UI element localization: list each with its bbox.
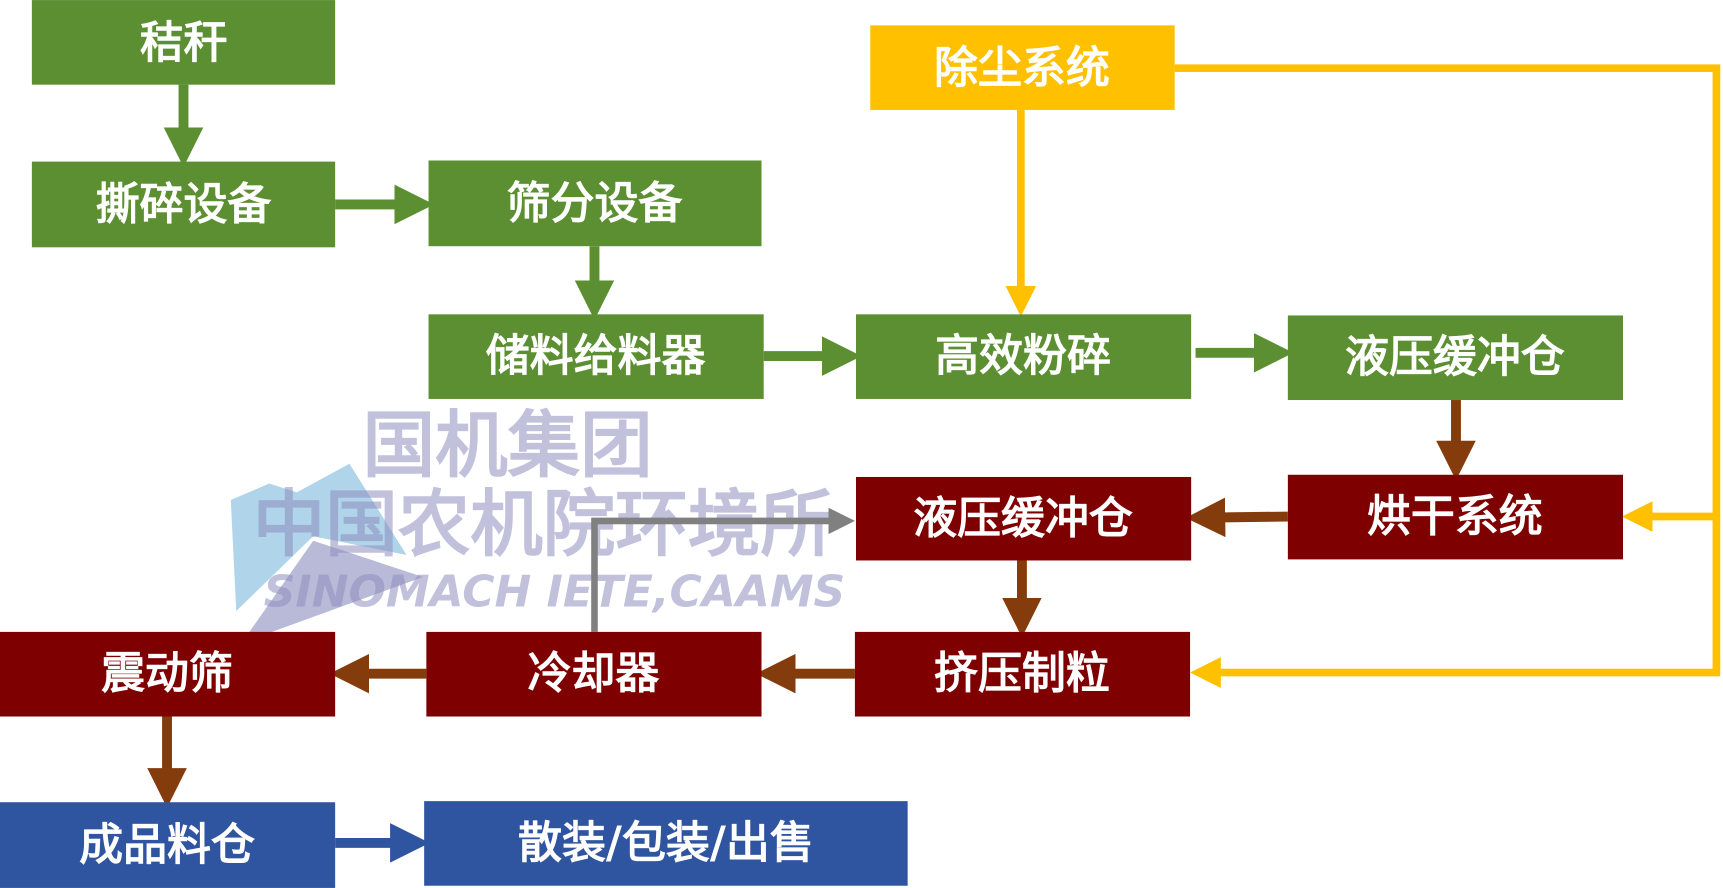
- node-label: 挤压制粒: [934, 648, 1110, 699]
- node-label: 成品料仓: [79, 820, 255, 871]
- node-label: 液压缓冲仓: [913, 493, 1133, 544]
- node-label: 散装/包装/出售: [518, 817, 814, 868]
- node-dust-removal: 除尘系统: [870, 25, 1175, 110]
- watermark-text-cn-part: 中国农机院环境所: [253, 483, 833, 567]
- node-crusher: 高效粉碎: [856, 314, 1192, 399]
- node-label: 储料给料器: [486, 331, 707, 382]
- node-buffer-bin-2: 液压缓冲仓: [856, 476, 1192, 561]
- node-label: 冷却器: [527, 648, 660, 699]
- node-label: 烘干系统: [1367, 491, 1543, 542]
- watermark-text-cn: 国机集团中国农机院环境所: [253, 404, 833, 567]
- node-straw: 秸秆: [31, 0, 336, 85]
- node-label: 筛分设备: [507, 178, 684, 229]
- node-label: 撕碎设备: [96, 179, 273, 230]
- watermark-text-cn-part: 国机集团: [363, 404, 653, 488]
- node-screening: 筛分设备: [428, 160, 762, 247]
- node-pelletizer: 挤压制粒: [854, 631, 1191, 717]
- node-label: 高效粉碎: [935, 331, 1111, 382]
- node-vibrating-screen: 震动筛: [0, 631, 336, 717]
- watermark: 国机集团中国农机院环境所 SINOMACH IETE,CAAMS: [230, 404, 845, 643]
- arrow-cooler-to-buffer2: [591, 507, 855, 632]
- node-buffer-bin-1: 液压缓冲仓: [1287, 315, 1624, 401]
- node-label: 震动筛: [101, 648, 233, 699]
- watermark-text-en: SINOMACH IETE,CAAMS: [264, 567, 845, 618]
- node-dryer: 烘干系统: [1287, 474, 1624, 560]
- node-label: 液压缓冲仓: [1345, 332, 1565, 383]
- arrow-dryer-to-buffer2: [1185, 497, 1288, 538]
- node-storage-feeder: 储料给料器: [428, 314, 764, 399]
- node-shredder: 撕碎设备: [31, 161, 336, 248]
- watermark-logo-purple: [241, 540, 424, 643]
- arrow-dust-to-pelletizer: [1174, 64, 1721, 688]
- node-packaging: 散装/包装/出售: [424, 801, 908, 886]
- node-product-bin: 成品料仓: [0, 802, 336, 888]
- node-label: 秸秆: [140, 17, 228, 68]
- watermark-logo-blue: [230, 463, 407, 612]
- node-cooler: 冷却器: [426, 631, 762, 717]
- node-label: 除尘系统: [934, 43, 1110, 94]
